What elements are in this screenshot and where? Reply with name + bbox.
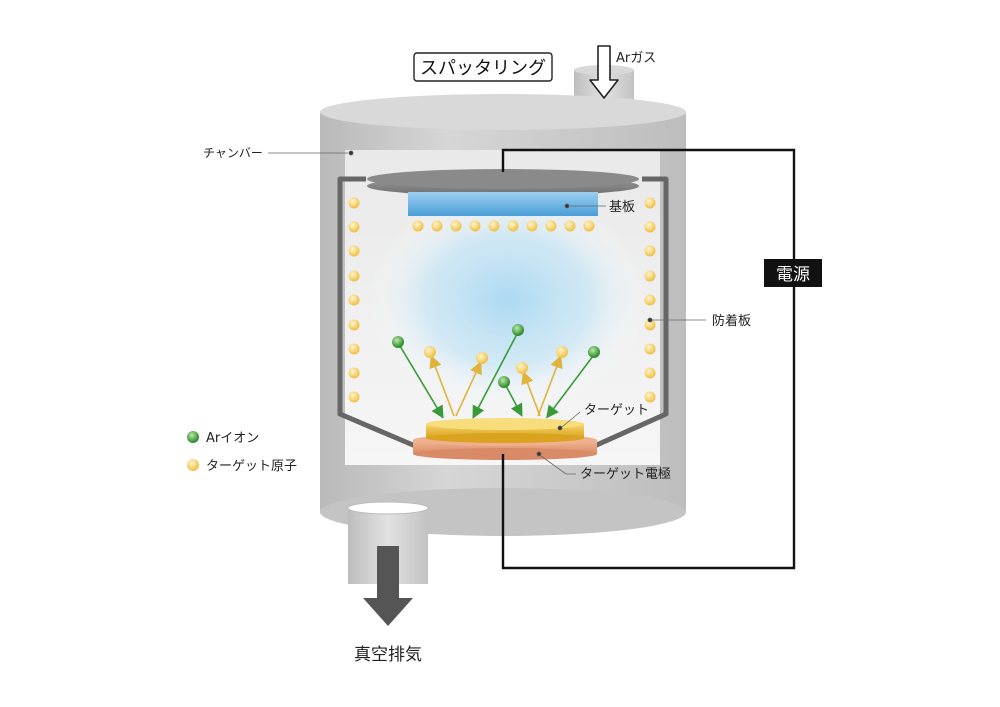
deposited-atoms (412, 220, 595, 232)
legend-item-target-atom: ターゲット原子 (187, 459, 297, 474)
chamber-label: チャンバー (203, 146, 263, 160)
target (426, 418, 584, 443)
legend-label: ターゲット原子 (206, 459, 297, 474)
target-electrode-label: ターゲット電極 (580, 466, 671, 482)
target-atoms (424, 346, 568, 374)
leader-lines (268, 150, 706, 475)
ar-gas-label: Arガス (616, 51, 656, 66)
title-box: スパッタリング (413, 52, 553, 82)
legend-label: Arイオン (206, 431, 259, 446)
substrate-holder (367, 169, 639, 196)
gas-arrow-icon (589, 45, 619, 99)
substrate (408, 192, 598, 216)
shield-plate-label: 防着板 (712, 313, 751, 329)
exhaust-arrow-icon (363, 546, 413, 626)
target-label: ターゲット (584, 403, 649, 418)
legend-item-ar-ion: Arイオン (187, 431, 259, 446)
vacuum-exhaust-label: 真空排気 (354, 645, 422, 665)
plasma-glow (368, 190, 648, 410)
legend: Arイオン ターゲット原子 (187, 431, 297, 474)
power-circuit (501, 148, 796, 570)
shield-plate (337, 176, 669, 451)
power-supply-box: 電源 (764, 259, 822, 287)
shield-atoms-right (644, 197, 656, 403)
trajectories (399, 333, 594, 419)
ar-ions (392, 324, 600, 388)
power-supply-label: 電源 (776, 265, 810, 285)
diagram-title: スパッタリング (420, 58, 546, 79)
substrate-label: 基板 (609, 200, 635, 215)
shield-atoms-left (348, 197, 360, 403)
